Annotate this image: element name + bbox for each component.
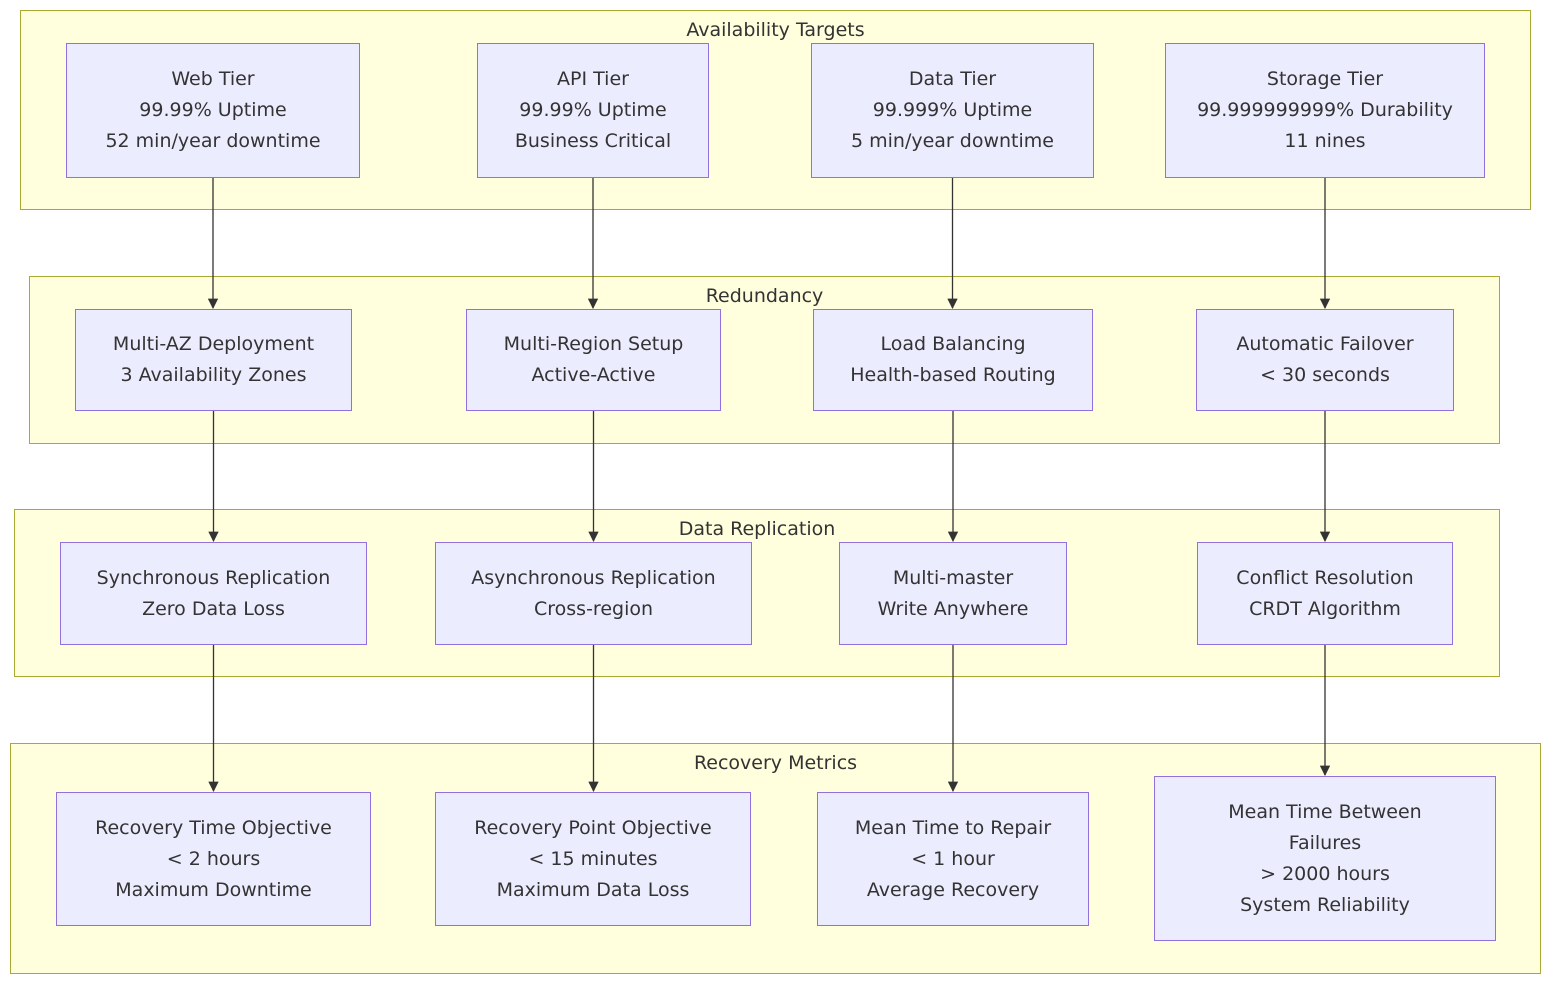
node-storage-tier: Storage Tier 99.999999999% Durability 11…: [1165, 43, 1485, 178]
node-conflict-resolution-line-1: Conflict Resolution: [1236, 566, 1414, 589]
node-web-tier-line-3: 52 min/year downtime: [105, 130, 321, 152]
node-multi-master-line-1: Multi-master: [892, 566, 1014, 589]
node-data-tier-line-3: 5 min/year downtime: [851, 130, 1054, 152]
node-multi-master: Multi-master Write Anywhere: [839, 542, 1067, 645]
node-data-tier-line-2: 99.999% Uptime: [872, 99, 1033, 121]
node-mtbf-line-1: Mean Time Between: [1228, 800, 1422, 823]
node-storage-tier-line-2: 99.999999999% Durability: [1197, 99, 1453, 121]
node-web-tier-line-2: 99.99% Uptime: [139, 99, 287, 121]
node-conflict-resolution-line-2: CRDT Algorithm: [1249, 597, 1401, 620]
group-title-availability-targets: Availability Targets: [686, 19, 865, 41]
node-mttr-line-3: Average Recovery: [866, 878, 1040, 901]
node-api-tier-line-1: API Tier: [557, 68, 629, 90]
node-recovery-time-objective: Recovery Time Objective < 2 hours Maximu…: [56, 792, 371, 926]
node-mtbf-line-2: Failures: [1288, 831, 1362, 854]
node-mean-time-between-failures: Mean Time Between Failures > 2000 hours …: [1154, 776, 1496, 941]
node-multi-region-line-1: Multi-Region Setup: [503, 333, 684, 355]
node-api-tier: API Tier 99.99% Uptime Business Critical: [477, 43, 709, 178]
node-async-replication-line-1: Asynchronous Replication: [471, 566, 716, 589]
node-sync-replication-line-1: Synchronous Replication: [96, 566, 331, 589]
node-web-tier: Web Tier 99.99% Uptime 52 min/year downt…: [66, 43, 360, 178]
node-multi-az-line-2: 3 Availability Zones: [120, 364, 307, 386]
node-mtbf-line-3: > 2000 hours: [1260, 862, 1390, 885]
group-title-redundancy: Redundancy: [705, 285, 824, 307]
node-data-tier-line-1: Data Tier: [908, 68, 997, 90]
node-asynchronous-replication: Asynchronous Replication Cross-region: [435, 542, 752, 645]
group-title-data-replication: Data Replication: [678, 518, 836, 540]
node-automatic-failover: Automatic Failover < 30 seconds: [1196, 309, 1454, 411]
node-rpo-line-3: Maximum Data Loss: [496, 878, 690, 901]
node-multi-master-line-2: Write Anywhere: [877, 597, 1029, 620]
group-title-recovery-metrics: Recovery Metrics: [693, 752, 858, 774]
node-web-tier-line-1: Web Tier: [171, 68, 255, 90]
node-multi-az-deployment: Multi-AZ Deployment 3 Availability Zones: [75, 309, 352, 411]
node-load-balancing-line-2: Health-based Routing: [850, 364, 1056, 386]
node-mean-time-to-repair: Mean Time to Repair < 1 hour Average Rec…: [817, 792, 1089, 926]
node-conflict-resolution: Conflict Resolution CRDT Algorithm: [1197, 542, 1453, 645]
node-mttr-line-1: Mean Time to Repair: [854, 816, 1052, 839]
node-multi-az-line-1: Multi-AZ Deployment: [112, 333, 315, 355]
node-storage-tier-line-3: 11 nines: [1284, 130, 1366, 152]
node-rto-line-2: < 2 hours: [166, 847, 261, 870]
node-mtbf-line-4: System Reliability: [1240, 893, 1410, 916]
node-rto-line-1: Recovery Time Objective: [95, 816, 332, 839]
node-mttr-line-2: < 1 hour: [911, 847, 995, 870]
node-load-balancing-line-1: Load Balancing: [880, 333, 1026, 355]
node-storage-tier-line-1: Storage Tier: [1266, 68, 1384, 90]
node-automatic-failover-line-1: Automatic Failover: [1236, 333, 1414, 355]
node-api-tier-line-3: Business Critical: [514, 130, 672, 152]
node-recovery-point-objective: Recovery Point Objective < 15 minutes Ma…: [435, 792, 751, 926]
node-load-balancing: Load Balancing Health-based Routing: [813, 309, 1093, 411]
node-data-tier: Data Tier 99.999% Uptime 5 min/year down…: [811, 43, 1094, 178]
node-rpo-line-2: < 15 minutes: [528, 847, 658, 870]
node-automatic-failover-line-2: < 30 seconds: [1260, 364, 1390, 386]
node-async-replication-line-2: Cross-region: [533, 597, 654, 620]
node-rpo-line-1: Recovery Point Objective: [474, 816, 712, 839]
node-multi-region-line-2: Active-Active: [531, 364, 656, 386]
node-rto-line-3: Maximum Downtime: [115, 878, 312, 901]
node-sync-replication-line-2: Zero Data Loss: [142, 597, 285, 620]
node-api-tier-line-2: 99.99% Uptime: [519, 99, 667, 121]
node-multi-region-setup: Multi-Region Setup Active-Active: [466, 309, 721, 411]
node-synchronous-replication: Synchronous Replication Zero Data Loss: [60, 542, 367, 645]
